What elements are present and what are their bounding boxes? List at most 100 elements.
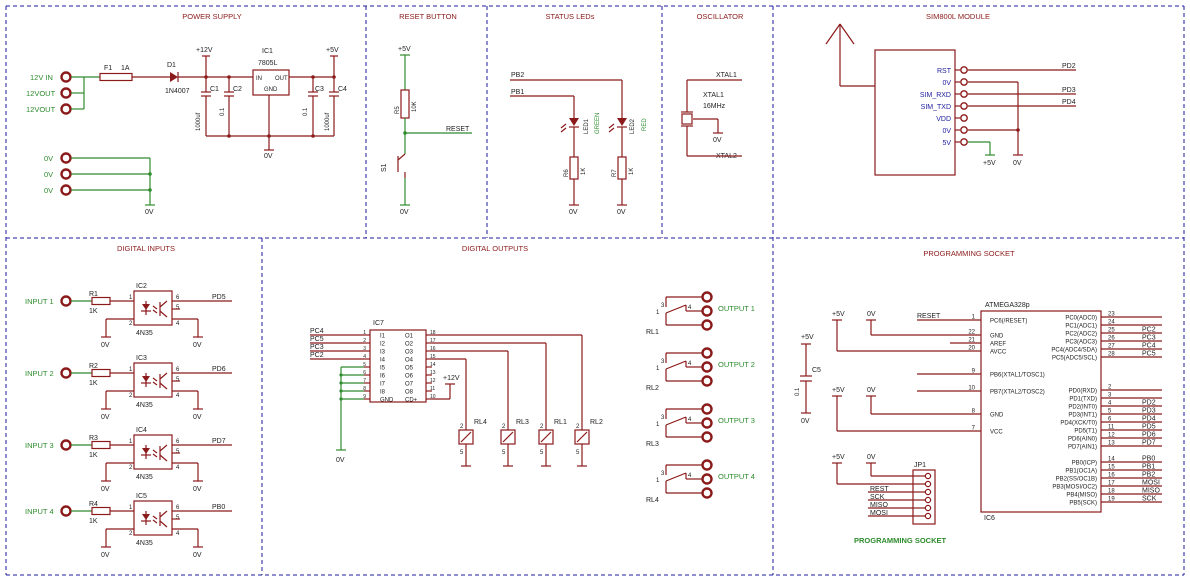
sim-pin-pad (960, 114, 968, 122)
label-osc-0v: 0V (713, 137, 722, 144)
mcu-pin-name: PC4(ADC4/SDA) (1051, 348, 1097, 354)
coil-pin-num: 2 (540, 424, 544, 430)
label-led2-color: RED (642, 118, 648, 131)
led2 (617, 118, 627, 126)
ic7-pin-num: 3 (363, 346, 366, 352)
ic7-pin-num: 18 (430, 330, 436, 336)
relay-coil-label: RL2 (590, 419, 603, 426)
terminal-0v-a (60, 152, 72, 164)
title-digital-outputs: DIGITAL OUTPUTS (462, 244, 528, 253)
label-0v-c: 0V (44, 186, 53, 195)
switch-s1 (397, 153, 406, 161)
label-sim-plus5: +5V (983, 160, 996, 167)
mcu-net-label: PC3 (1142, 335, 1156, 342)
mcu-pin-name: PD7(AIN1) (1068, 445, 1097, 451)
sim-pin-label: RST (937, 68, 952, 75)
optocoupler-part: 4N35 (136, 402, 153, 409)
label-r5-val: 10K (412, 101, 418, 112)
mcu-pin-name: PD4(XCK/T0) (1060, 421, 1097, 427)
label-r6-val: 1K (581, 168, 587, 175)
input-resistor-value: 1K (89, 518, 98, 525)
regulator-ic1 (252, 69, 290, 96)
label-prog-0v-b: 0V (867, 387, 876, 394)
input-resistor-label: R4 (89, 501, 98, 508)
opto-pin-num: 1 (129, 505, 133, 511)
opto-pin-num: 1 (129, 295, 133, 301)
ic7-pin-name: O2 (405, 342, 414, 348)
output-label: OUTPUT 4 (718, 472, 755, 481)
label-r6: R6 (564, 169, 570, 177)
input-0v-label: 0V (193, 414, 202, 421)
opto-pin-num: 4 (176, 393, 180, 399)
mcu-pin-name: GND (990, 334, 1004, 340)
label-c1-val: 1000uf (196, 112, 202, 131)
mcu-net-label: PC5 (1142, 351, 1156, 358)
optocoupler (133, 434, 173, 470)
label-0v-gnd: 0V (145, 209, 154, 216)
ic7-pin-name: I7 (380, 382, 386, 388)
input-label: INPUT 3 (25, 441, 54, 450)
optocoupler-part: 4N35 (136, 540, 153, 547)
mcu-pin-num: 21 (968, 338, 975, 344)
antenna-icon (825, 23, 841, 45)
mcu-pin-num: 5 (1108, 409, 1112, 415)
sim-pin-pad (960, 126, 968, 134)
opto-pin-num: 6 (176, 439, 180, 445)
label-c3-val: 0.1 (303, 107, 309, 116)
label-net-pc4: PC4 (310, 328, 324, 335)
opto-pin-num: 4 (176, 531, 180, 537)
mcu-pin-num: 23 (1108, 312, 1115, 318)
mcu-pin-num: 8 (972, 409, 976, 415)
ic7-pin-name: O1 (405, 334, 414, 340)
terminal-12vout-b (60, 103, 72, 115)
optocoupler (133, 362, 173, 398)
mcu-net-label: PD2 (1142, 400, 1156, 407)
mcu-pin-name: GND (990, 413, 1004, 419)
title-status-leds: STATUS LEDs (546, 12, 595, 21)
label-ic6: IC6 (984, 515, 995, 522)
label-ic1-0v: 0V (264, 153, 273, 160)
label-pb2: PB2 (511, 72, 524, 79)
optocoupler-ref: IC5 (136, 493, 147, 500)
label-12v-in: 12V IN (30, 73, 53, 82)
jp1-net-label: REST (870, 486, 889, 493)
ic7-pin-name: I4 (380, 358, 386, 364)
mcu-pin-name: PB2(SS/OC1B) (1056, 477, 1097, 483)
relay-label: RL2 (646, 385, 659, 392)
relay-pin-num: 3 (661, 415, 665, 421)
label-sim-0v: 0V (1013, 160, 1022, 167)
ic7-pin-name: O5 (405, 366, 414, 372)
label-net-pc5: PC5 (310, 336, 324, 343)
output-terminal (701, 487, 713, 499)
label-s1: S1 (381, 163, 388, 172)
ic7-pin-num: 6 (363, 370, 366, 376)
mcu-pin-num: 12 (1108, 433, 1115, 439)
input-resistor (91, 440, 111, 450)
sim-pin-label: VDD (936, 116, 951, 123)
label-reset-net: RESET (446, 126, 470, 133)
mcu-pin-num: 28 (1108, 352, 1115, 358)
mcu-pin-num: 10 (968, 386, 975, 392)
label-f1-rating: 1A (121, 65, 130, 72)
label-ic7: IC7 (373, 320, 384, 327)
mcu-pin-name: PB4(MISO) (1066, 493, 1097, 499)
label-net-pc2: PC2 (310, 352, 324, 359)
jp1-pin (924, 472, 932, 480)
input-terminal (60, 367, 72, 379)
reset-circuit: +5V R5 10K RESET S1 0V (381, 46, 472, 216)
mcu-net-label: PD3 (1142, 408, 1156, 415)
label-c5: C5 (812, 367, 821, 374)
mcu-pin-num: 27 (1108, 344, 1115, 350)
label-sim-pd4: PD4 (1062, 99, 1076, 106)
opto-pin-num: 6 (176, 505, 180, 511)
optocoupler-ref: IC3 (136, 355, 147, 362)
status-leds: PB2 PB1 LED1 GREEN R6 1K 0V LED2 RED R7 … (510, 72, 648, 216)
jp1-pin (924, 480, 932, 488)
jp1-pin (924, 488, 932, 496)
terminal-12vout-a (60, 87, 72, 99)
mcu-net-label: PC2 (1142, 327, 1156, 334)
